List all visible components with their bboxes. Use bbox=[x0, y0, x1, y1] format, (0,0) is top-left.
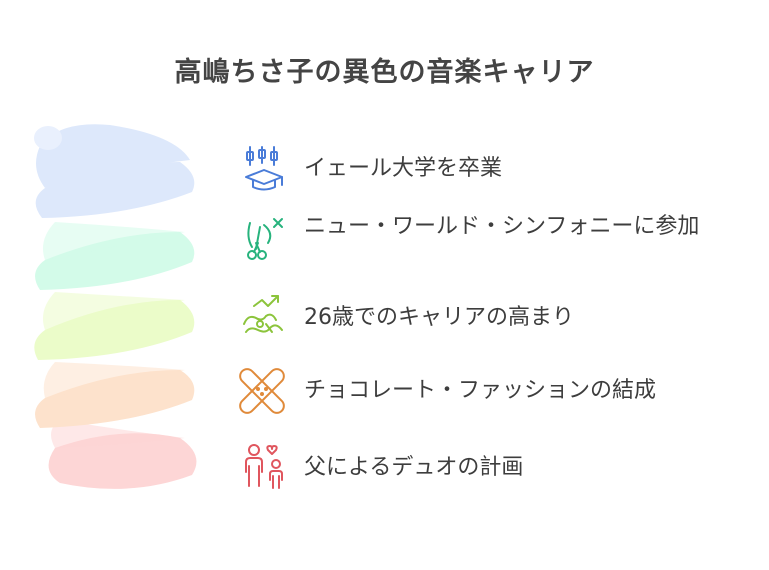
spiral-band-3 bbox=[34, 300, 195, 360]
spiral-band-5-back bbox=[51, 420, 185, 448]
list-item: イェール大学を卒業 bbox=[238, 145, 738, 205]
item-label: 26歳でのキャリアの高まり bbox=[304, 305, 574, 330]
spiral-band-3-back bbox=[42, 292, 186, 330]
baton-scissors-icon bbox=[238, 215, 286, 263]
spiral-band-4-back bbox=[43, 362, 185, 398]
item-label: チョコレート・ファッションの結成 bbox=[304, 378, 657, 403]
item-label: 父によるデュオの計画 bbox=[304, 455, 524, 480]
spiral-band-2-back bbox=[42, 222, 186, 260]
spiral-band-2 bbox=[35, 232, 195, 290]
item-label: イェール大学を卒業 bbox=[304, 156, 503, 181]
parent-child-icon bbox=[238, 442, 286, 490]
list-item: 26歳でのキャリアの高まり bbox=[238, 292, 738, 352]
crossed-bandage-icon bbox=[238, 367, 286, 415]
spiral-band-1-top bbox=[36, 124, 190, 188]
spiral-band-5 bbox=[48, 433, 197, 489]
item-label: ニュー・ワールド・シンフォニーに参加 bbox=[304, 214, 700, 239]
page-title: 高嶋ちさ子の異色の音楽キャリア bbox=[174, 57, 595, 88]
graduation-cap-icon bbox=[238, 145, 286, 193]
spiral-band-1 bbox=[35, 162, 195, 218]
spiral-top-cap bbox=[34, 126, 62, 150]
list-item: 父によるデュオの計画 bbox=[238, 442, 738, 502]
list-item: チョコレート・ファッションの結成 bbox=[238, 367, 738, 427]
list-item: ニュー・ワールド・シンフォニーに参加 bbox=[238, 214, 738, 275]
spiral-band-4 bbox=[35, 370, 195, 428]
growth-arrow-icon bbox=[238, 292, 286, 340]
